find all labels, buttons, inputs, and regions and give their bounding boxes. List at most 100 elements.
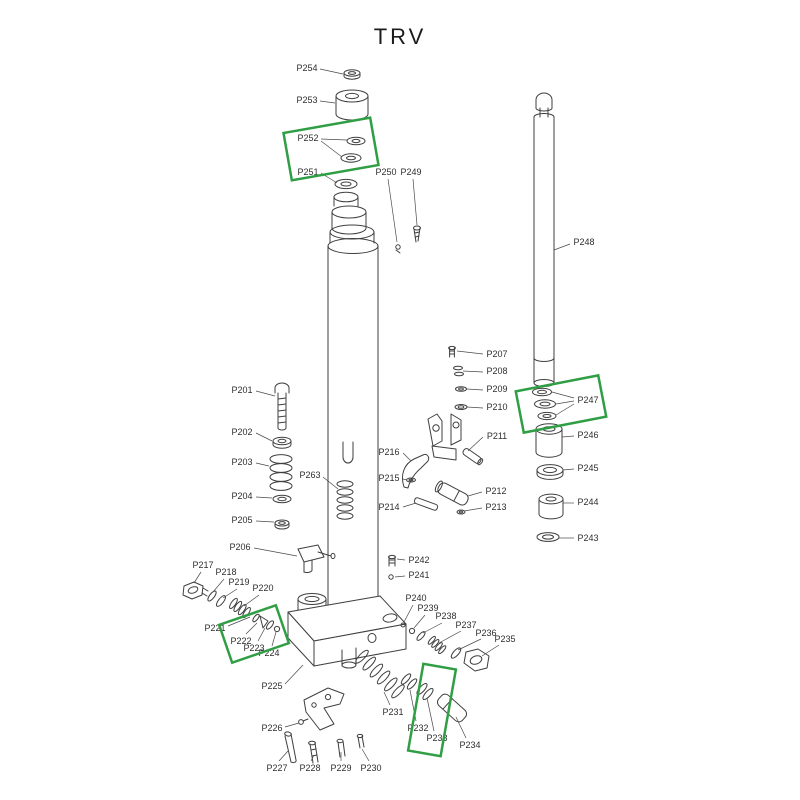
leader-line-p236 bbox=[457, 638, 482, 651]
leader-line-p220 bbox=[243, 594, 260, 607]
part-label-p207: P207 bbox=[486, 349, 507, 359]
leader-line-p213 bbox=[463, 507, 483, 512]
highlight-box-p252 bbox=[282, 116, 380, 182]
leader-line-p246 bbox=[561, 435, 575, 438]
highlight-box-p247 bbox=[514, 373, 608, 435]
leader-line-p254 bbox=[319, 68, 344, 75]
part-base-block bbox=[287, 593, 407, 669]
part-label-p202: P202 bbox=[231, 427, 252, 437]
leader-line-p219 bbox=[222, 588, 238, 599]
part-label-p222: P222 bbox=[230, 636, 251, 646]
leader-line-p203 bbox=[255, 462, 270, 467]
part-label-p229: P229 bbox=[330, 763, 351, 773]
leader-line-p202 bbox=[255, 432, 273, 442]
leader-line-p226 bbox=[284, 722, 300, 728]
part-p202-washer bbox=[272, 436, 292, 449]
leader-line-p247 bbox=[555, 403, 575, 416]
part-p224-ball bbox=[273, 625, 281, 633]
highlight-box-p233 bbox=[406, 662, 458, 758]
part-label-p221: P221 bbox=[204, 623, 225, 633]
leader-line-p240 bbox=[403, 604, 414, 623]
part-p242-screw bbox=[388, 554, 396, 567]
part-p231-spring bbox=[355, 649, 405, 699]
part-p250-plug bbox=[395, 244, 401, 254]
leader-line-p222 bbox=[245, 622, 258, 635]
part-label-p237: P237 bbox=[455, 620, 476, 630]
diagram-title: TRV bbox=[373, 24, 427, 49]
part-p243-ring bbox=[536, 532, 560, 542]
leader-line-p250 bbox=[387, 178, 398, 243]
leader-line-p247 bbox=[555, 400, 575, 405]
part-label-p254: P254 bbox=[296, 63, 317, 73]
part-p247-rings bbox=[532, 387, 557, 421]
part-p205-ring bbox=[274, 519, 290, 530]
leader-line-p225 bbox=[284, 664, 304, 685]
leader-line-p217 bbox=[193, 571, 202, 584]
part-label-p252: P252 bbox=[297, 133, 318, 143]
leader-line-p248 bbox=[553, 243, 571, 251]
part-p203-spring bbox=[269, 454, 293, 491]
leader-line-p247 bbox=[551, 391, 575, 399]
part-p228-bolt bbox=[308, 740, 319, 764]
part-label-p214: P214 bbox=[378, 502, 399, 512]
part-p244-bushing bbox=[538, 493, 564, 520]
part-p251-ring bbox=[334, 178, 358, 190]
part-label-p201: P201 bbox=[231, 385, 252, 395]
part-label-p217: P217 bbox=[192, 560, 213, 570]
part-label-p209: P209 bbox=[486, 384, 507, 394]
part-label-p236: P236 bbox=[475, 628, 496, 638]
part-p218-washer bbox=[207, 590, 217, 602]
part-label-p206: P206 bbox=[229, 542, 250, 552]
leader-line-p206 bbox=[253, 547, 298, 557]
leader-line-p204 bbox=[255, 496, 273, 499]
part-p249-screw bbox=[413, 225, 421, 243]
leader-line-p242 bbox=[396, 558, 406, 561]
part-p263-spring bbox=[336, 480, 354, 520]
part-p241-pin bbox=[388, 574, 394, 580]
part-label-p231: P231 bbox=[382, 707, 403, 717]
part-label-p208: P208 bbox=[486, 366, 507, 376]
part-label-p245: P245 bbox=[577, 463, 598, 473]
part-label-p219: P219 bbox=[228, 577, 249, 587]
part-p212-roller bbox=[434, 480, 469, 506]
part-p252-seal-rings bbox=[340, 136, 366, 163]
part-label-p226: P226 bbox=[261, 723, 282, 733]
part-label-p234: P234 bbox=[459, 740, 480, 750]
part-label-p204: P204 bbox=[231, 491, 252, 501]
part-p222-cone bbox=[259, 615, 269, 629]
leader-line-p224 bbox=[271, 631, 277, 647]
part-p230-screw bbox=[356, 733, 365, 749]
part-label-p238: P238 bbox=[435, 611, 456, 621]
part-p240-pin bbox=[400, 622, 406, 628]
part-p226-pin bbox=[298, 718, 309, 725]
part-p236-ring bbox=[450, 647, 462, 659]
part-label-p235: P235 bbox=[494, 634, 515, 644]
leader-line-p215 bbox=[402, 478, 408, 481]
part-label-p203: P203 bbox=[231, 457, 252, 467]
part-p235-hex-plug bbox=[463, 648, 490, 672]
part-label-p218: P218 bbox=[215, 567, 236, 577]
leader-line-p238 bbox=[422, 622, 443, 634]
part-p211-pin bbox=[462, 448, 484, 466]
part-label-p263: P263 bbox=[299, 470, 320, 480]
part-label-p213: P213 bbox=[485, 502, 506, 512]
leader-line-p208 bbox=[462, 370, 484, 373]
part-p216-release-lever bbox=[401, 454, 430, 489]
part-p239-ball bbox=[408, 627, 416, 635]
part-label-p248: P248 bbox=[573, 237, 594, 247]
part-p253-cap-nut bbox=[335, 89, 369, 121]
part-p248-rod bbox=[533, 92, 555, 387]
leader-line-p249 bbox=[412, 178, 418, 226]
part-p237-spring bbox=[427, 635, 447, 655]
part-p208-washers bbox=[453, 365, 464, 377]
part-label-p212: P212 bbox=[485, 486, 506, 496]
leader-line-p209 bbox=[466, 388, 484, 391]
part-label-p211: P211 bbox=[487, 431, 507, 441]
part-label-p227: P227 bbox=[266, 763, 287, 773]
part-yoke-clevis bbox=[427, 413, 462, 461]
part-main-cylinder bbox=[327, 238, 379, 607]
part-label-p249: P249 bbox=[400, 167, 421, 177]
part-p206-bracket bbox=[297, 544, 336, 573]
